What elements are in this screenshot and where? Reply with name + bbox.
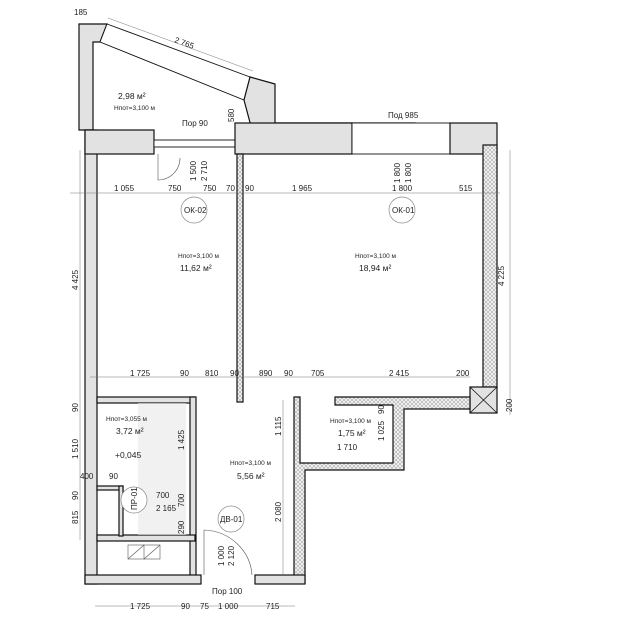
dim: 1 725 [130, 369, 151, 378]
dim: 2 165 [156, 504, 177, 513]
dim: 90 [284, 369, 293, 378]
bottom-wall-right [254, 574, 306, 585]
dim: 515 [459, 184, 473, 193]
dim: 1 510 [71, 438, 80, 459]
toilet-side-wall [118, 485, 124, 537]
room-left-area: 11,62 м² [180, 263, 212, 273]
dim: 90 [71, 403, 80, 412]
dim: 1 115 [274, 416, 283, 436]
dim: 70 [226, 184, 235, 193]
dim: 2 415 [389, 369, 410, 378]
dim-2765: 2 765 [173, 35, 195, 50]
dim: 1 425 [177, 429, 186, 450]
room-right-height: Нпот=3,100 м [355, 253, 397, 260]
outer-right-wall [482, 144, 498, 388]
dim: 715 [266, 602, 280, 611]
dim-580: 580 [227, 108, 236, 122]
dimension-lines [70, 17, 511, 607]
dim: 90 [71, 491, 80, 500]
dim: 1 500 [189, 160, 198, 181]
balcony-door-swing [157, 154, 181, 181]
dim: 705 [311, 369, 325, 378]
loggia-height: Нпот=3,100 м [114, 105, 156, 112]
dim: 750 [168, 184, 182, 193]
threshold-top: Пор 90 [182, 119, 208, 128]
outer-left-wall [84, 129, 98, 585]
top-wall-left [84, 129, 155, 155]
entry-door-swing [203, 529, 253, 576]
dim: 200 [456, 369, 470, 378]
dim: 4 425 [71, 269, 80, 290]
partition-wall [236, 153, 244, 403]
loggia-area: 2,98 м² [118, 91, 146, 101]
dim: 1 025 [377, 420, 386, 441]
dim: 4 225 [497, 265, 506, 286]
tag-ok-01: ОК-01 [392, 206, 415, 215]
dim: 2 120 [227, 545, 236, 566]
dim: 750 [203, 184, 217, 193]
dim: 2 080 [274, 501, 283, 522]
dim: 90 [109, 472, 118, 481]
dim: 1 000 [218, 602, 239, 611]
loggia-right-wall [243, 76, 416, 131]
dim: 815 [71, 510, 80, 524]
dim: 1 000 [217, 545, 226, 566]
dim: 90 [180, 369, 189, 378]
dim: 75 [200, 602, 209, 611]
dim: 400 [80, 472, 94, 481]
balcony-door-opening [153, 139, 239, 148]
dim: 90 [181, 602, 190, 611]
storage-height: Нпот=3,100 м [330, 418, 372, 425]
bathroom-area: 3,72 м² [116, 426, 144, 436]
dim: 90 [245, 184, 254, 193]
loggia-window [99, 23, 251, 101]
walls [78, 23, 498, 585]
dim: 90 [377, 405, 386, 414]
dim: 290 [177, 520, 186, 534]
dim: 700 [156, 491, 170, 500]
hall-height: Нпот=3,100 м [230, 460, 272, 467]
dim: 810 [205, 369, 219, 378]
dim: 2 710 [200, 160, 209, 181]
room-left-height: Нпот=3,100 м [178, 253, 220, 260]
bathroom-bottom-wall [96, 534, 196, 542]
window-sill: Под 985 [388, 111, 419, 120]
bathroom-height: Нпот=3,055 м [106, 416, 148, 423]
dim: 1 800 [404, 162, 413, 183]
bathroom-right-wall [189, 396, 197, 578]
dim: 890 [259, 369, 273, 378]
dim: 700 [177, 493, 186, 507]
hall-area: 5,56 м² [237, 471, 265, 481]
bathroom-level: +0,045 [115, 450, 142, 460]
top-wall-mid [234, 122, 353, 155]
window-ok-01 [351, 122, 451, 155]
dim: 1 800 [392, 184, 413, 193]
tag-ok-02: ОК-02 [184, 206, 207, 215]
dim: 1 800 [393, 162, 402, 183]
bathroom-top-wall [96, 396, 196, 404]
tag-pr-01: ПР-01 [130, 487, 139, 510]
dim-185: 185 [74, 8, 88, 17]
storage-area: 1,75 м² [338, 428, 366, 438]
dim: 200 [505, 398, 514, 412]
dim: 1 965 [292, 184, 313, 193]
dim: 1 055 [114, 184, 135, 193]
dim: 90 [230, 369, 239, 378]
room-right-area: 18,94 м² [359, 263, 391, 273]
tag-dv-01: ДВ-01 [220, 515, 243, 524]
dim: 1 725 [130, 602, 151, 611]
dim: 1 710 [337, 443, 358, 452]
threshold-bottom: Пор 100 [212, 587, 243, 596]
bottom-wall-left [84, 574, 202, 585]
